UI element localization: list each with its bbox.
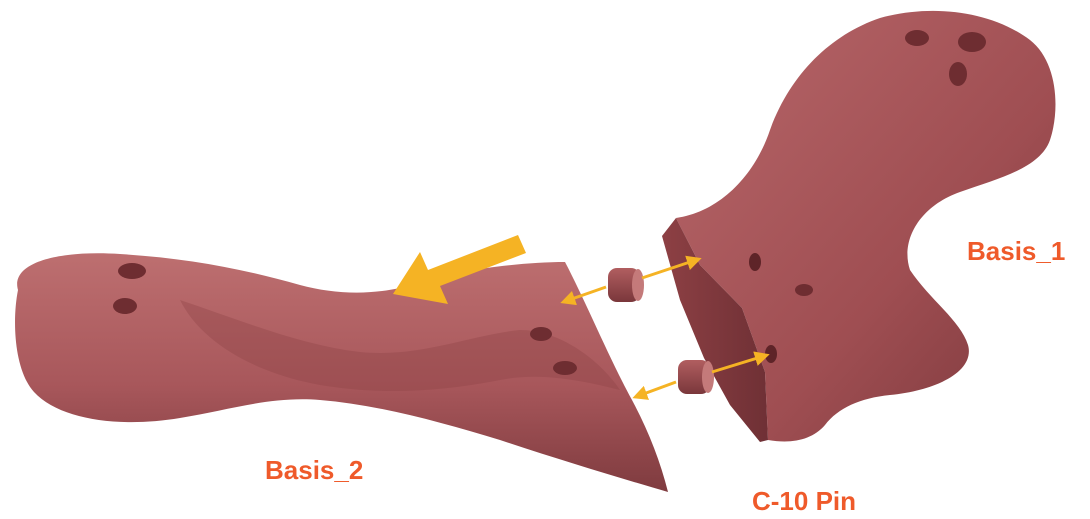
pin-upper <box>608 268 644 302</box>
basis-1-hole <box>795 284 813 296</box>
basis-1-part <box>662 11 1055 442</box>
pin-label: C-10 Pin <box>752 486 856 517</box>
basis-2-hole <box>113 298 137 314</box>
basis-1-hole <box>949 62 967 86</box>
basis-1-hole <box>958 32 986 52</box>
basis-1-hole <box>905 30 929 46</box>
pin-lower <box>678 360 714 394</box>
basis-1-socket <box>749 253 761 271</box>
basis-1-socket <box>765 345 777 363</box>
basis-2-hole <box>553 361 577 375</box>
basis-2-label: Basis_2 <box>265 455 363 486</box>
basis-1-label: Basis_1 <box>967 236 1065 267</box>
basis-2-hole <box>118 263 146 279</box>
basis-2-hole <box>530 327 552 341</box>
